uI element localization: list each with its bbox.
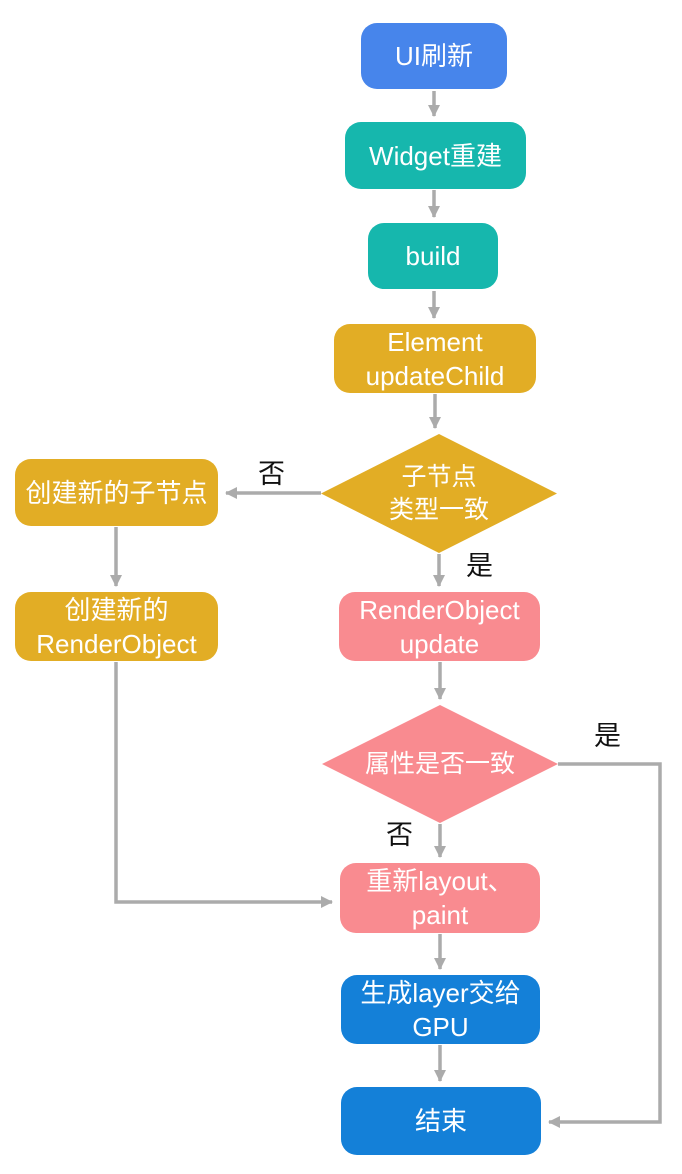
- node-widget-rebuild: Widget重建: [345, 122, 526, 189]
- node-element-updatechild: Element updateChild: [334, 324, 536, 393]
- edge-label-child-type-no: 否: [258, 459, 285, 489]
- node-relayout-paint: 重新layout、 paint: [340, 863, 540, 933]
- node-create-new-child-label: 创建新的子节点: [25, 477, 208, 508]
- node-create-new-renderobject-label: 创建新的 RenderObject: [36, 594, 197, 659]
- edge-props-yes-to-end: [548, 762, 662, 1128]
- node-relayout-paint-label: 重新layout、 paint: [366, 866, 514, 930]
- node-create-new-child: 创建新的子节点: [15, 459, 218, 526]
- node-generate-layer-gpu-label: 生成layer交给 GPU: [360, 977, 521, 1042]
- decision-child-type-consistent-label: 子节点 类型一致: [388, 462, 489, 524]
- edge-create-renderobject-to-relayout-paint: [114, 662, 333, 908]
- node-widget-rebuild-label: Widget重建: [369, 140, 502, 171]
- node-build: build: [368, 223, 498, 289]
- node-generate-layer-gpu: 生成layer交给 GPU: [341, 975, 540, 1044]
- node-renderobject-update: RenderObject update: [339, 592, 540, 661]
- node-ui-refresh: UI刷新: [361, 23, 507, 89]
- edge-label-props-no: 否: [386, 820, 413, 850]
- node-end: 结束: [341, 1087, 541, 1155]
- node-ui-refresh-label: UI刷新: [394, 41, 473, 71]
- node-renderobject-update-label: RenderObject update: [359, 594, 520, 659]
- node-create-new-renderobject: 创建新的 RenderObject: [15, 592, 218, 661]
- edge-label-props-yes: 是: [594, 721, 621, 751]
- node-end-label: 结束: [414, 1106, 467, 1136]
- node-element-updatechild-label: Element updateChild: [365, 326, 505, 391]
- decision-props-consistent-label: 属性是否一致: [364, 750, 515, 778]
- edge-label-child-type-yes: 是: [466, 551, 493, 581]
- node-build-label: build: [405, 241, 461, 271]
